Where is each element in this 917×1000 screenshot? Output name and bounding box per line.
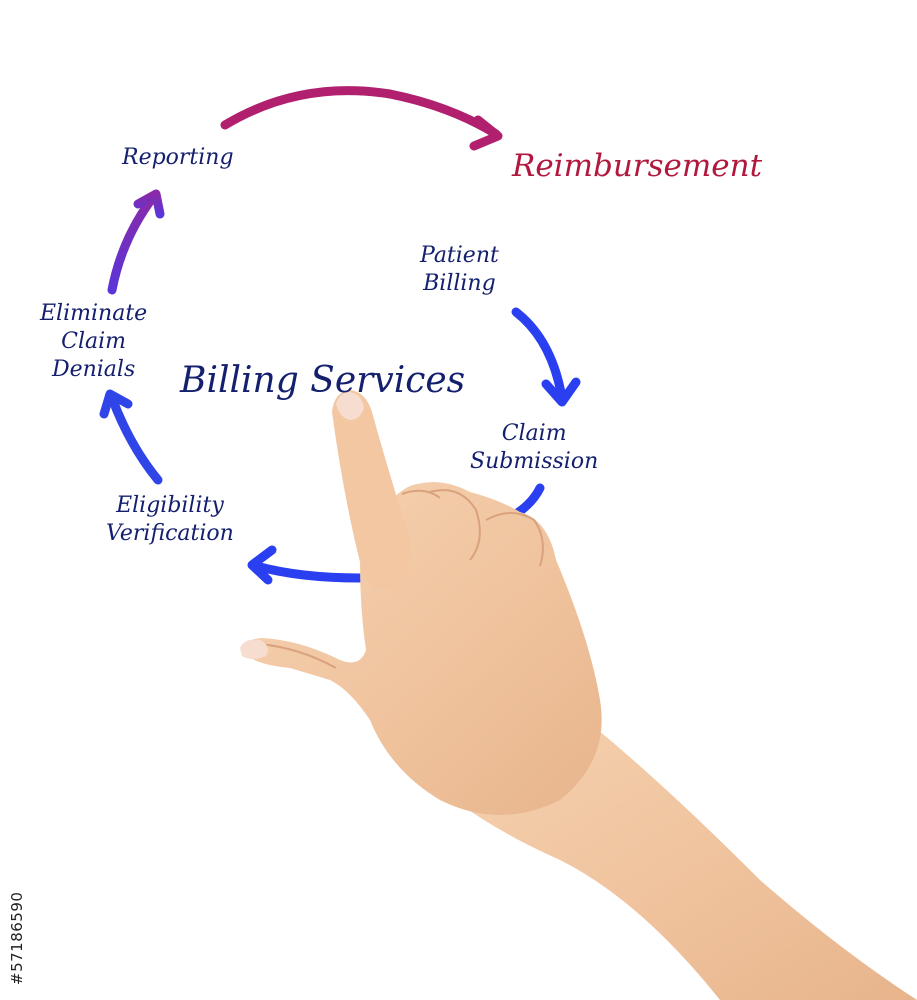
arrow-denials-to-reporting	[107, 189, 165, 295]
stock-id-watermark: #57186590	[8, 891, 26, 985]
step-eliminate-claim-denials-line-1: Eliminate	[40, 301, 148, 326]
step-eligibility-verification-line-2: Verification	[106, 521, 234, 546]
arrow-reporting-to-reimbursement	[220, 86, 503, 151]
step-patient-billing-line-1: Patient	[420, 243, 499, 268]
step-claim-submission: Claim Submission	[470, 420, 598, 476]
step-patient-billing-line-2: Billing	[423, 271, 496, 296]
step-claim-submission-line-1: Claim	[501, 421, 567, 446]
arrow-billing-to-submission	[511, 307, 581, 407]
outcome-label: Reimbursement	[512, 148, 763, 184]
step-eliminate-claim-denials: Eliminate Claim Denials	[40, 300, 147, 384]
step-patient-billing: Patient Billing	[420, 242, 499, 298]
step-reporting: Reporting	[122, 144, 234, 172]
step-reporting-line-1: Reporting	[122, 145, 234, 170]
step-eligibility-verification: Eligibility Verification	[106, 492, 234, 548]
center-title: Billing Services	[180, 360, 466, 401]
step-claim-submission-line-2: Submission	[470, 449, 599, 474]
pointing-hand	[240, 390, 917, 1000]
step-eliminate-claim-denials-line-3: Denials	[51, 357, 136, 382]
step-eligibility-verification-line-1: Eligibility	[116, 493, 224, 518]
step-eliminate-claim-denials-line-2: Claim	[61, 329, 127, 354]
arrow-eligibility-to-denials	[99, 389, 163, 485]
